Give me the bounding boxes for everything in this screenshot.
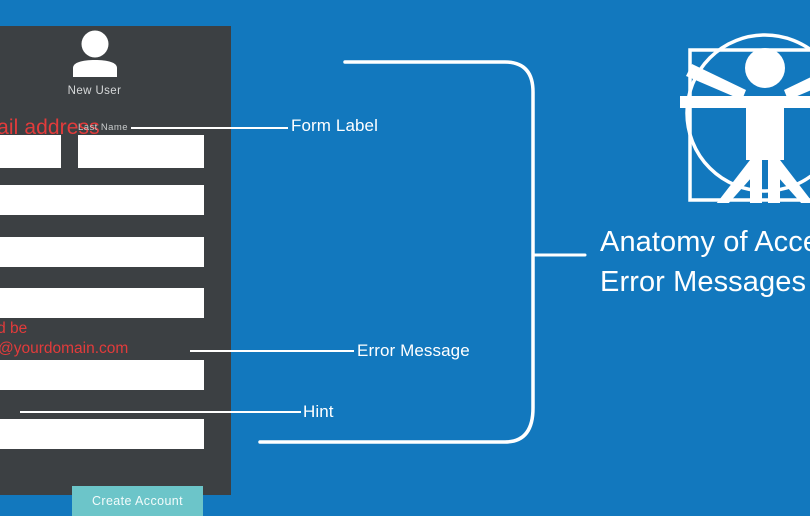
page-title-line-1: Anatomy of Acce [600, 226, 810, 258]
email-error-line-2: xample@yourdomain.com [0, 340, 129, 357]
callout-form-label: Form Label [291, 116, 378, 135]
leader-line-form-label [131, 127, 288, 129]
vitruvian-man-accessibility-icon [676, 28, 810, 208]
input-field-4[interactable] [0, 237, 204, 267]
input-email[interactable] [0, 360, 204, 390]
input-first-name[interactable] [0, 135, 61, 168]
avatar-caption: New User [67, 85, 122, 97]
page-title-line-2: Error Messages [600, 266, 807, 298]
leader-line-error-message [190, 350, 354, 352]
input-phone[interactable] [0, 419, 204, 449]
email-error-line-1: s should be [0, 320, 28, 337]
create-account-button[interactable]: Create Account [72, 486, 203, 516]
field-label-last-name: Last Name [78, 122, 128, 133]
input-field-5[interactable] [0, 288, 204, 318]
form-top-error-message: d email address [0, 116, 100, 139]
callout-error-message: Error Message [357, 341, 470, 360]
input-field-3[interactable] [0, 185, 204, 215]
page-title: Anatomy of Acce Error Messages [600, 222, 810, 302]
callout-hint: Hint [303, 402, 334, 421]
input-last-name[interactable] [78, 135, 204, 168]
user-avatar-icon [0, 30, 231, 83]
avatar-block: New User [0, 30, 231, 97]
leader-line-hint [20, 411, 301, 413]
signup-form-panel: New User d email address Last Name s sho… [0, 26, 231, 516]
